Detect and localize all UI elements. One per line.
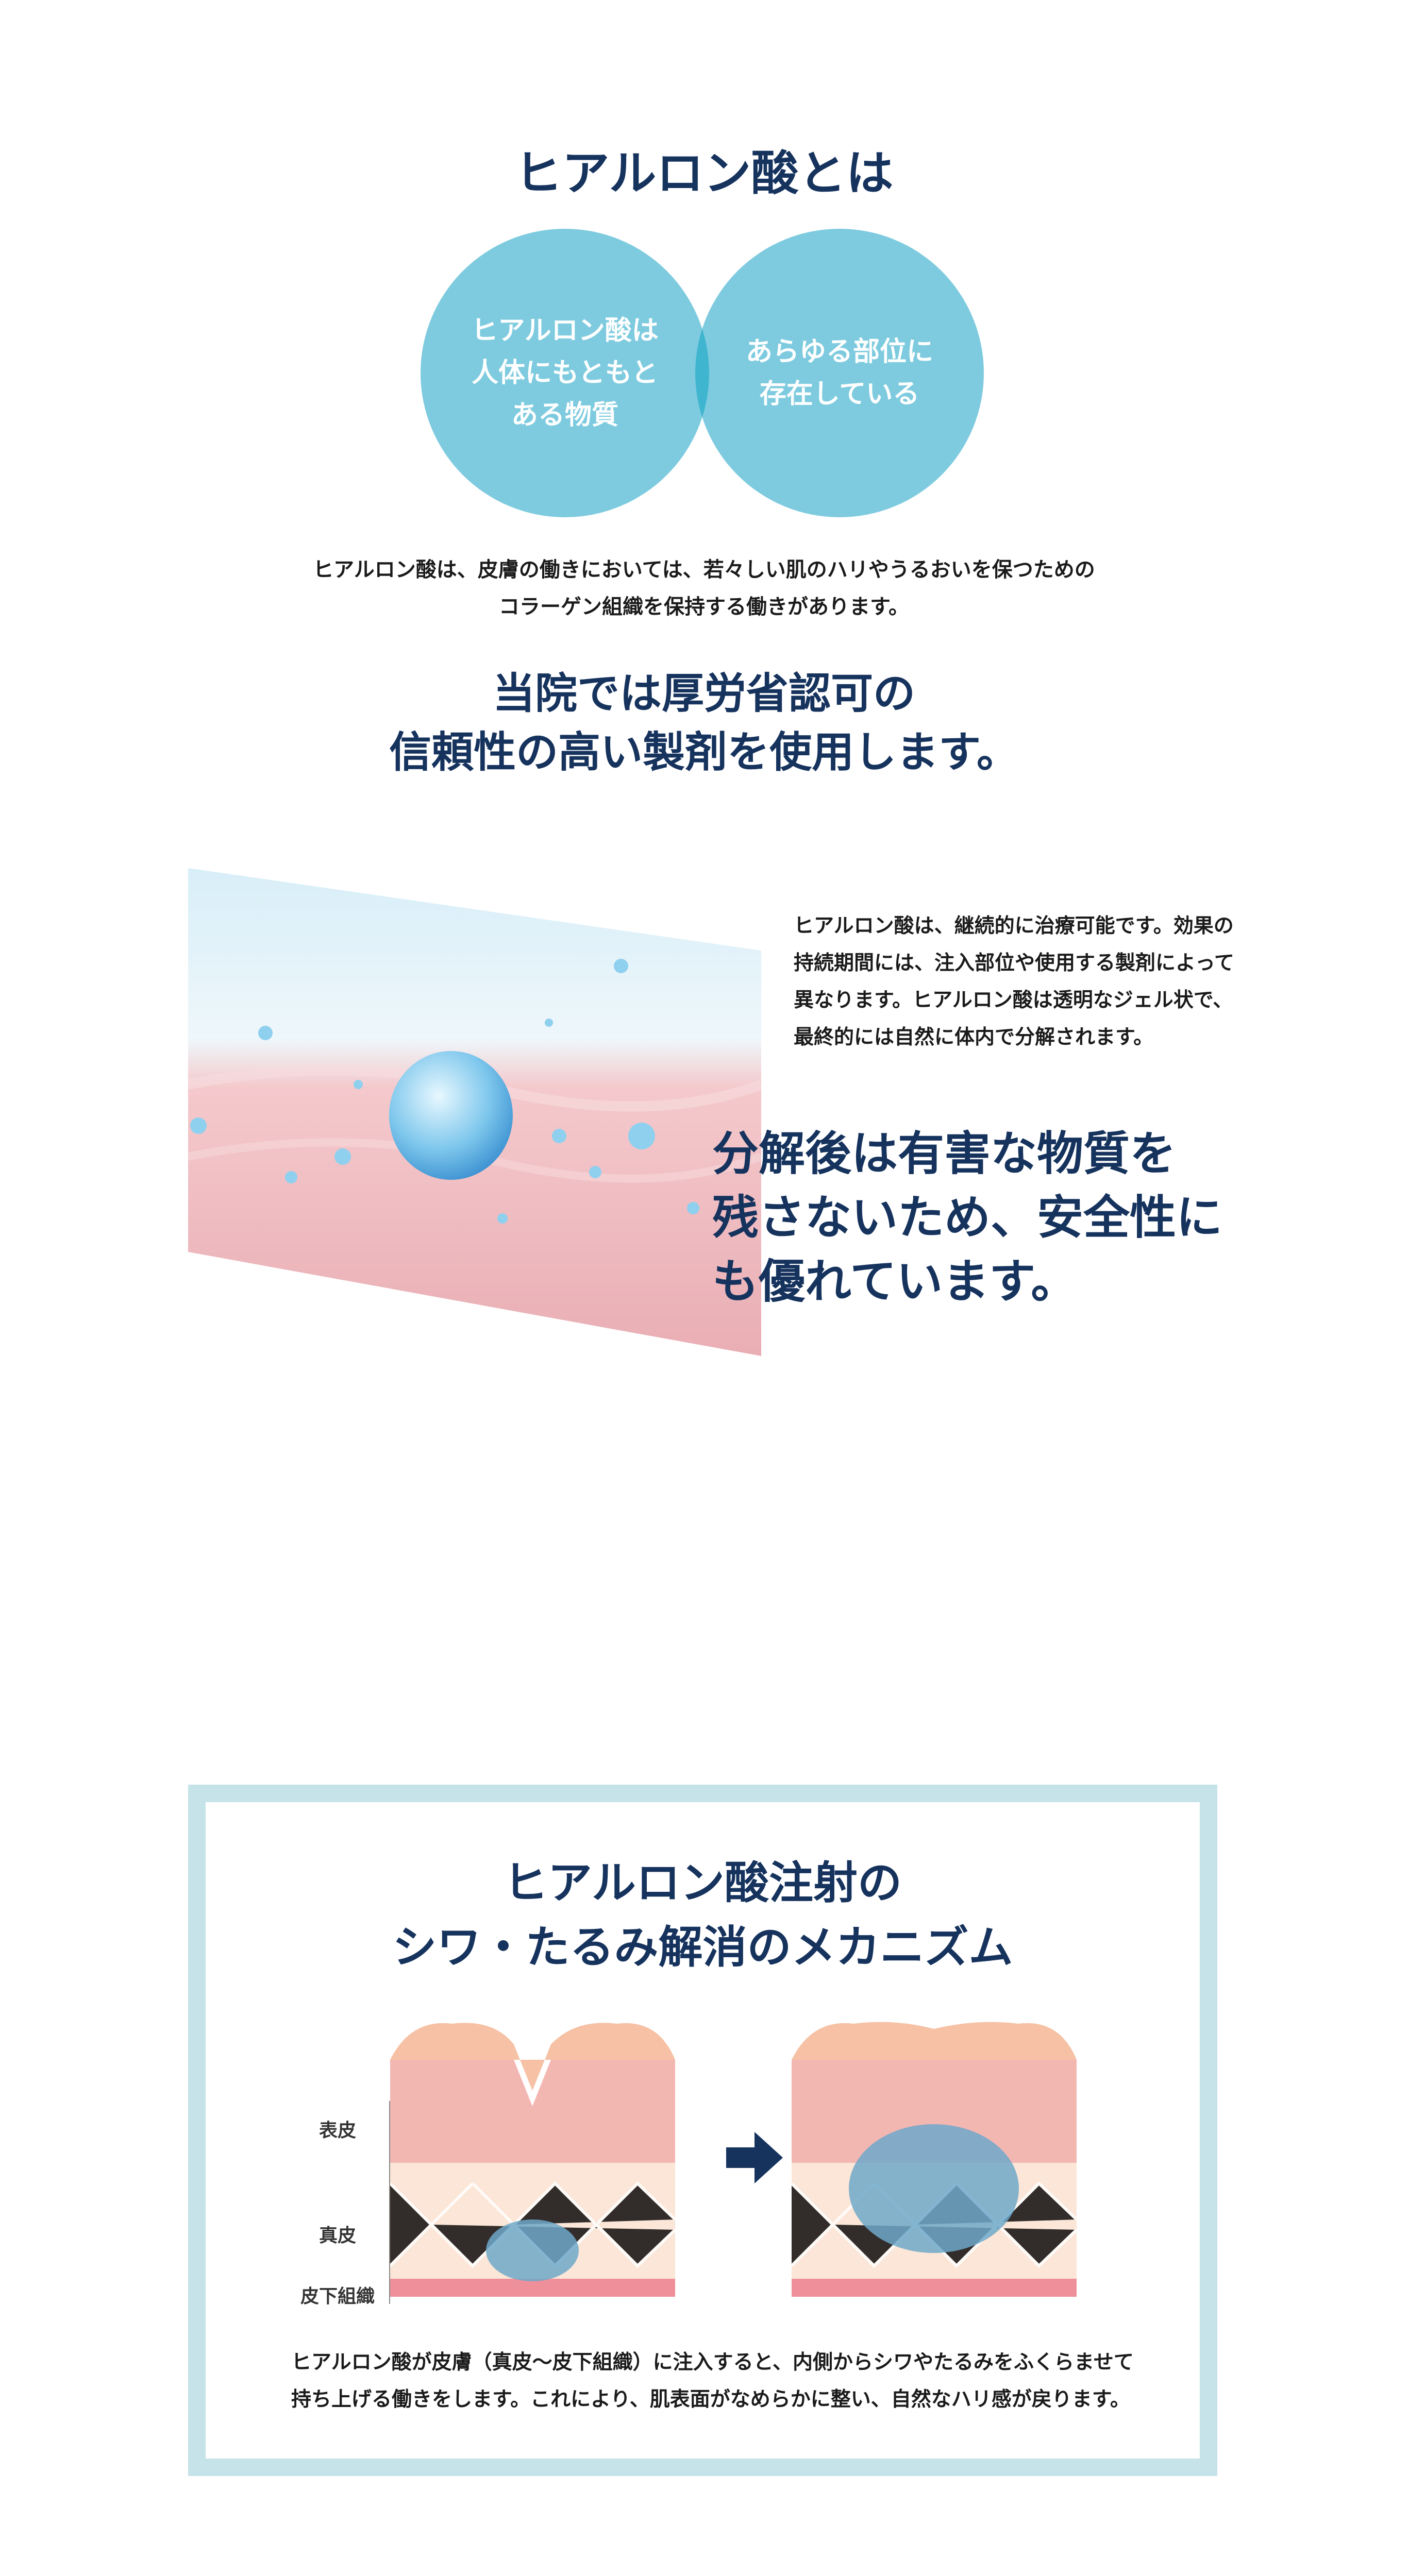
arrow-right-icon [726,2132,783,2183]
continuation-description: ヒアルロン酸は、継続的に治療可能です。効果の持続期間には、注入部位や使用する製剤… [794,914,1234,1049]
skin-diagram-before [390,2023,675,2297]
layer-scale-line [389,2101,390,2304]
safety-highlight: 分解後は有害な物質を 残さないため、安全性に も優れています。 [712,1127,1222,1309]
label-dermis: 真皮 [319,2225,357,2246]
skin-diagram-after [792,2022,1077,2297]
mechanism-panel: ヒアルロン酸注射の シワ・たるみ解消のメカニズム 表皮 真皮 皮下組織 ヒアルロ… [188,1785,1217,2476]
label-epidermis: 表皮 [319,2120,357,2141]
intro-description: ヒアルロン酸は、皮膚の働きにおいては、若々しい肌のハリやうるおいを保つための コ… [313,558,1095,619]
feature-circle-right: あらゆる部位に 存在している [695,229,984,517]
quality-heading: 当院では厚労省認可の 信頼性の高い製剤を使用します。 [389,669,1019,777]
mechanism-heading: ヒアルロン酸注射の シワ・たるみ解消のメカニズム [392,1857,1013,1973]
circle-left-text: ヒアルロン酸は 人体にもともと ある物質 [471,315,659,431]
section-title: ヒアルロン酸とは [514,146,894,201]
hyaluronic-droplet-image [188,868,761,1356]
mechanism-description: ヒアルロン酸が皮膚（真皮〜皮下組織）に注入すると、内側からシワやたるみをふくらま… [291,2351,1134,2411]
circle-right-text: あらゆる部位に 存在している [745,336,933,410]
feature-circle-left: ヒアルロン酸は 人体にもともと ある物質 [421,229,709,517]
label-subcutaneous: 皮下組織 [300,2286,375,2307]
